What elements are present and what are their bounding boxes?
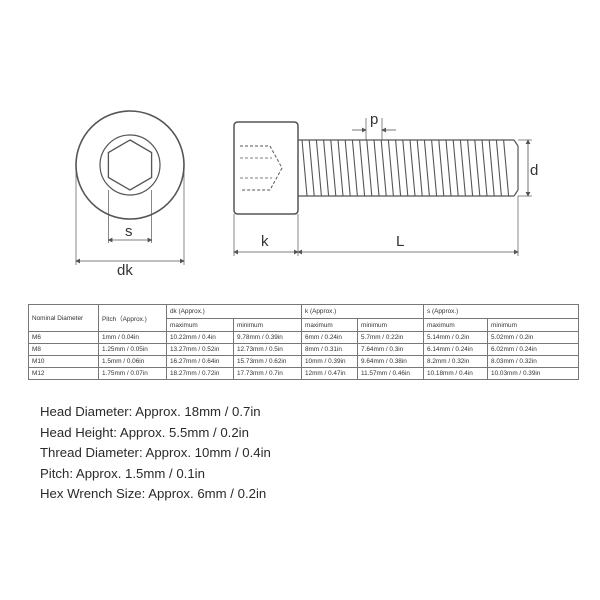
- cell-nominal: M12: [28, 367, 99, 380]
- cell-nominal: M10: [28, 355, 99, 368]
- thread-line: [445, 139, 452, 197]
- cell-nominal: M8: [28, 343, 99, 356]
- L-label: L: [396, 233, 404, 250]
- dk-label: dk: [117, 262, 133, 279]
- table-header-row: Nominal Diameter Pitch（Approx.) dk (Appr…: [28, 304, 580, 332]
- cell-pitch: 1.75mm / 0.07in: [98, 367, 167, 380]
- thread-line: [373, 139, 380, 197]
- thread-line: [474, 139, 481, 197]
- screw-technical-drawing: s dk k L p d: [75, 110, 538, 279]
- spec-thread-diameter: Thread Diameter: Approx. 10mm / 0.4in: [40, 445, 271, 460]
- thread-line: [387, 139, 394, 197]
- cell-s-min: 5.02mm / 0.2in: [487, 331, 580, 344]
- spec-hex-wrench-size: Hex Wrench Size: Approx. 6mm / 0.2in: [40, 486, 267, 501]
- thread-line: [495, 139, 502, 197]
- cell-pitch: 1.5mm / 0.06in: [98, 355, 167, 368]
- cell-k-min: 5.7mm / 0.22in: [356, 331, 425, 344]
- header-nominal-diameter: Nominal Diameter: [28, 304, 99, 332]
- d-label: d: [530, 162, 538, 179]
- spec-head-diameter: Head Diameter: Approx. 18mm / 0.7in: [40, 404, 261, 419]
- cell-k-min: 7.64mm / 0.3in: [356, 343, 425, 356]
- cell-s-min: 8.03mm / 0.32in: [487, 355, 580, 368]
- header-dk-min: minimum: [233, 318, 302, 332]
- screw-side-view: [233, 118, 532, 256]
- thread-lines: [301, 139, 510, 197]
- header-k: k (Approx.): [300, 304, 425, 319]
- thread-line: [488, 139, 495, 197]
- cell-s-max: 6.14mm / 0.24in: [423, 343, 489, 356]
- cell-pitch: 1mm / 0.04in: [98, 331, 167, 344]
- cell-dk-max: 18.27mm / 0.72in: [166, 367, 234, 380]
- header-dk-max: maximum: [166, 318, 234, 332]
- cell-dk-max: 16.27mm / 0.64in: [166, 355, 234, 368]
- thread-line: [409, 139, 416, 197]
- spec-pitch: Pitch: Approx. 1.5mm / 0.1in: [40, 465, 205, 481]
- cell-dk-min: 12.73mm / 0.5in: [233, 343, 302, 356]
- thread-line: [380, 139, 387, 197]
- thread-line: [402, 139, 409, 197]
- cell-pitch: 1.25mm / 0.05in: [98, 343, 167, 356]
- cell-s-max: 8.2mm / 0.32in: [423, 355, 489, 368]
- thread-line: [481, 139, 488, 197]
- spec-head-height: Head Height: Approx. 5.5mm / 0.2in: [40, 424, 249, 440]
- cell-s-min: 6.02mm / 0.24in: [487, 343, 580, 356]
- head-end-view: [75, 110, 185, 265]
- cell-k-max: 6mm / 0.24in: [301, 331, 358, 344]
- thread-line: [344, 139, 351, 197]
- cell-s-max: 10.18mm / 0.4in: [423, 367, 489, 380]
- header-dk: dk (Approx.): [166, 304, 302, 319]
- hex-socket-icon: [107, 139, 153, 191]
- thread-line: [503, 139, 510, 197]
- header-k-max: maximum: [301, 318, 358, 332]
- cell-k-min: 11.57mm / 0.46in: [356, 367, 425, 380]
- header-s: s (Approx.): [423, 304, 580, 319]
- cell-dk-max: 10.22mm / 0.4in: [166, 331, 234, 344]
- cell-dk-max: 13.27mm / 0.52in: [166, 343, 234, 356]
- thread-line: [423, 139, 430, 197]
- cell-nominal: M6: [28, 331, 99, 344]
- thread-line: [416, 139, 423, 197]
- thread-line: [431, 139, 438, 197]
- thread-line: [395, 139, 402, 197]
- table-subheader-row: maximum minimum maximum minimum maximum …: [29, 318, 580, 332]
- thread-line: [315, 139, 322, 197]
- cell-dk-min: 15.73mm / 0.62in: [233, 355, 302, 368]
- thread-line: [337, 139, 344, 197]
- cell-s-min: 10.03mm / 0.39in: [487, 367, 580, 380]
- table-row: M6 1mm / 0.04in 10.22mm / 0.4in 9.78mm /…: [28, 331, 580, 344]
- thread-line: [366, 139, 373, 197]
- table-row: M10 1.5mm / 0.06in 16.27mm / 0.64in 15.7…: [28, 355, 580, 368]
- thread-line: [452, 139, 459, 197]
- header-k-min: minimum: [356, 318, 425, 332]
- thread-line: [467, 139, 474, 197]
- thread-line: [301, 139, 308, 197]
- p-label: p: [370, 111, 378, 128]
- s-label: s: [125, 223, 133, 240]
- header-pitch: Pitch（Approx.): [98, 304, 167, 332]
- k-label: k: [261, 233, 269, 250]
- thread-line: [330, 139, 337, 197]
- thread-line: [359, 139, 366, 197]
- cell-dk-min: 9.78mm / 0.39in: [233, 331, 302, 344]
- thread-line: [459, 139, 466, 197]
- dimension-table: Nominal Diameter Pitch（Approx.) dk (Appr…: [28, 304, 580, 380]
- thread-line: [438, 139, 445, 197]
- thread-line: [351, 139, 358, 197]
- cell-k-min: 9.64mm / 0.38in: [356, 355, 425, 368]
- thread-line: [323, 139, 330, 197]
- table-row: M12 1.75mm / 0.07in 18.27mm / 0.72in 17.…: [28, 367, 580, 380]
- cell-k-max: 10mm / 0.39in: [301, 355, 358, 368]
- cell-k-max: 12mm / 0.47in: [301, 367, 358, 380]
- table-row: M8 1.25mm / 0.05in 13.27mm / 0.52in 12.7…: [28, 343, 580, 356]
- spec-list: Head Diameter: Approx. 18mm / 0.7in Head…: [40, 402, 271, 505]
- header-s-max: maximum: [423, 318, 489, 332]
- thread-line: [308, 139, 315, 197]
- header-s-min: minimum: [487, 318, 580, 332]
- cell-k-max: 8mm / 0.31in: [301, 343, 358, 356]
- cell-dk-min: 17.73mm / 0.7in: [233, 367, 302, 380]
- cell-s-max: 5.14mm / 0.2in: [423, 331, 489, 344]
